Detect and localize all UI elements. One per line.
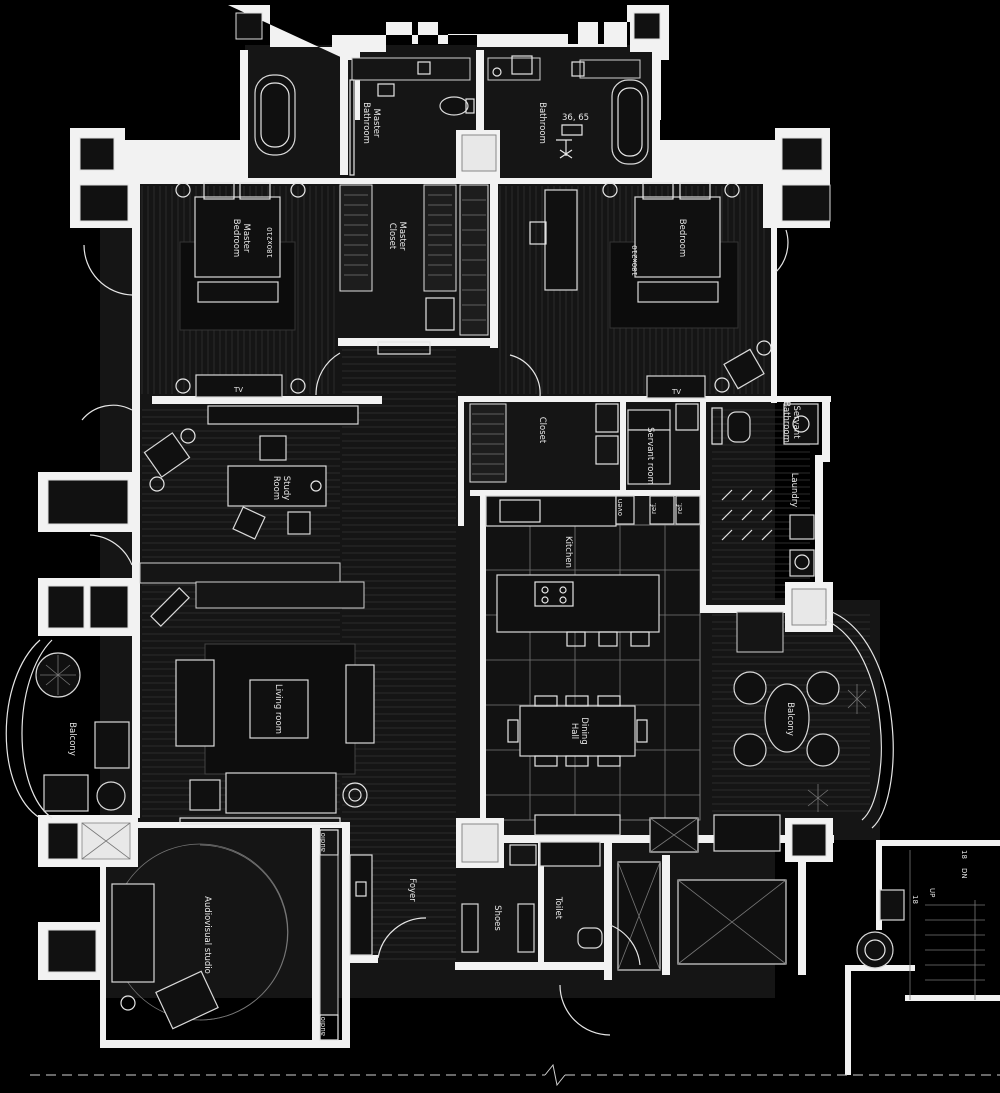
master-bedroom-furniture: [175, 182, 359, 425]
svg-text:DiningHall: DiningHall: [569, 717, 589, 744]
stair-count-b: 18: [911, 895, 919, 904]
oven-label: oven: [616, 499, 624, 516]
label-master-closet-2: Closet: [387, 223, 397, 250]
bed-size-right: 180x210: [631, 245, 639, 276]
label-master-closet-1: Master: [397, 221, 407, 251]
door-arcs: [81, 229, 789, 1036]
bedroom-furniture: [529, 182, 772, 399]
ref-label-1: ref.: [650, 503, 658, 514]
label-shoes: Shoes: [492, 905, 502, 931]
label-servant-bathroom-2: Bathroom: [781, 401, 791, 443]
label-closet: Closet: [537, 417, 547, 444]
label-study-2: Room: [271, 476, 281, 500]
living-room-furniture: [175, 643, 375, 825]
label-balcony-left: Balcony: [67, 722, 77, 756]
label-dining-2: Hall: [569, 723, 579, 739]
stair-up-label: UP: [928, 888, 936, 897]
label-dining-1: Dining: [579, 717, 589, 744]
room-labels: MasterBathroom Bathroom MasterCloset Mas…: [67, 102, 801, 974]
label-audiovisual: Audiovisual studio: [202, 896, 212, 974]
bed-size-left: 180x210: [266, 227, 274, 258]
label-bathroom: Bathroom: [537, 102, 547, 144]
tile-grid: [484, 524, 701, 821]
svg-text:StudyRoom: StudyRoom: [271, 476, 291, 501]
label-balcony-right: Balcony: [785, 702, 795, 736]
stair-count-a: 18: [960, 850, 968, 859]
svg-text:MasterBedroom: MasterBedroom: [231, 219, 251, 257]
label-master-bathroom-2: Bathroom: [361, 102, 371, 144]
label-kitchen: Kitchen: [563, 536, 573, 568]
label-servant-room: Servant room: [645, 427, 655, 485]
label-bedroom: Bedroom: [677, 219, 687, 257]
servant-bathroom: [711, 403, 819, 445]
tv-label-right: TV: [671, 388, 681, 396]
study-furniture: [139, 428, 365, 627]
balcony-right: [713, 611, 894, 852]
kitchen-fixtures: [485, 495, 701, 647]
master-closet: [339, 184, 489, 355]
ref-label-2: ref.: [676, 503, 684, 514]
stair-dn-label: DN: [960, 868, 968, 879]
label-master-bathroom-1: Master: [371, 108, 381, 138]
label-study-1: Study: [281, 476, 291, 501]
label-living-room: Living room: [273, 684, 283, 734]
foyer-area: [349, 841, 603, 956]
svg-text:ServantBathroom: ServantBathroom: [781, 401, 801, 443]
audio-label-2: audio: [319, 1017, 327, 1036]
dimension-label: 36, 65: [562, 113, 589, 123]
label-toilet: Toilet: [553, 896, 563, 920]
audio-label-1: audio: [319, 833, 327, 852]
svg-text:MasterBathroom: MasterBathroom: [361, 102, 381, 144]
core: [617, 850, 985, 1000]
annotation-labels: 36, 65 180x210 180x210 TV TV oven ref. r…: [233, 113, 968, 1036]
label-foyer: Foyer: [407, 878, 417, 902]
audiovisual-furniture: [111, 829, 339, 1041]
label-laundry: Laundry: [789, 473, 799, 508]
label-servant-bathroom-1: Servant: [791, 405, 801, 439]
laundry-area: [721, 489, 815, 577]
bathroom: [487, 55, 649, 165]
master-bathroom: [254, 57, 475, 176]
closet-area: [469, 403, 699, 485]
tv-label-left: TV: [233, 386, 243, 394]
window-inserts: [47, 12, 831, 973]
site-line: [30, 1063, 1000, 1087]
balcony-left: [5, 639, 130, 819]
dining-table: [507, 695, 699, 853]
svg-text:MasterCloset: MasterCloset: [387, 221, 407, 251]
label-master-bedroom-2: Bedroom: [231, 219, 241, 257]
label-master-bedroom-1: Master: [241, 223, 251, 253]
